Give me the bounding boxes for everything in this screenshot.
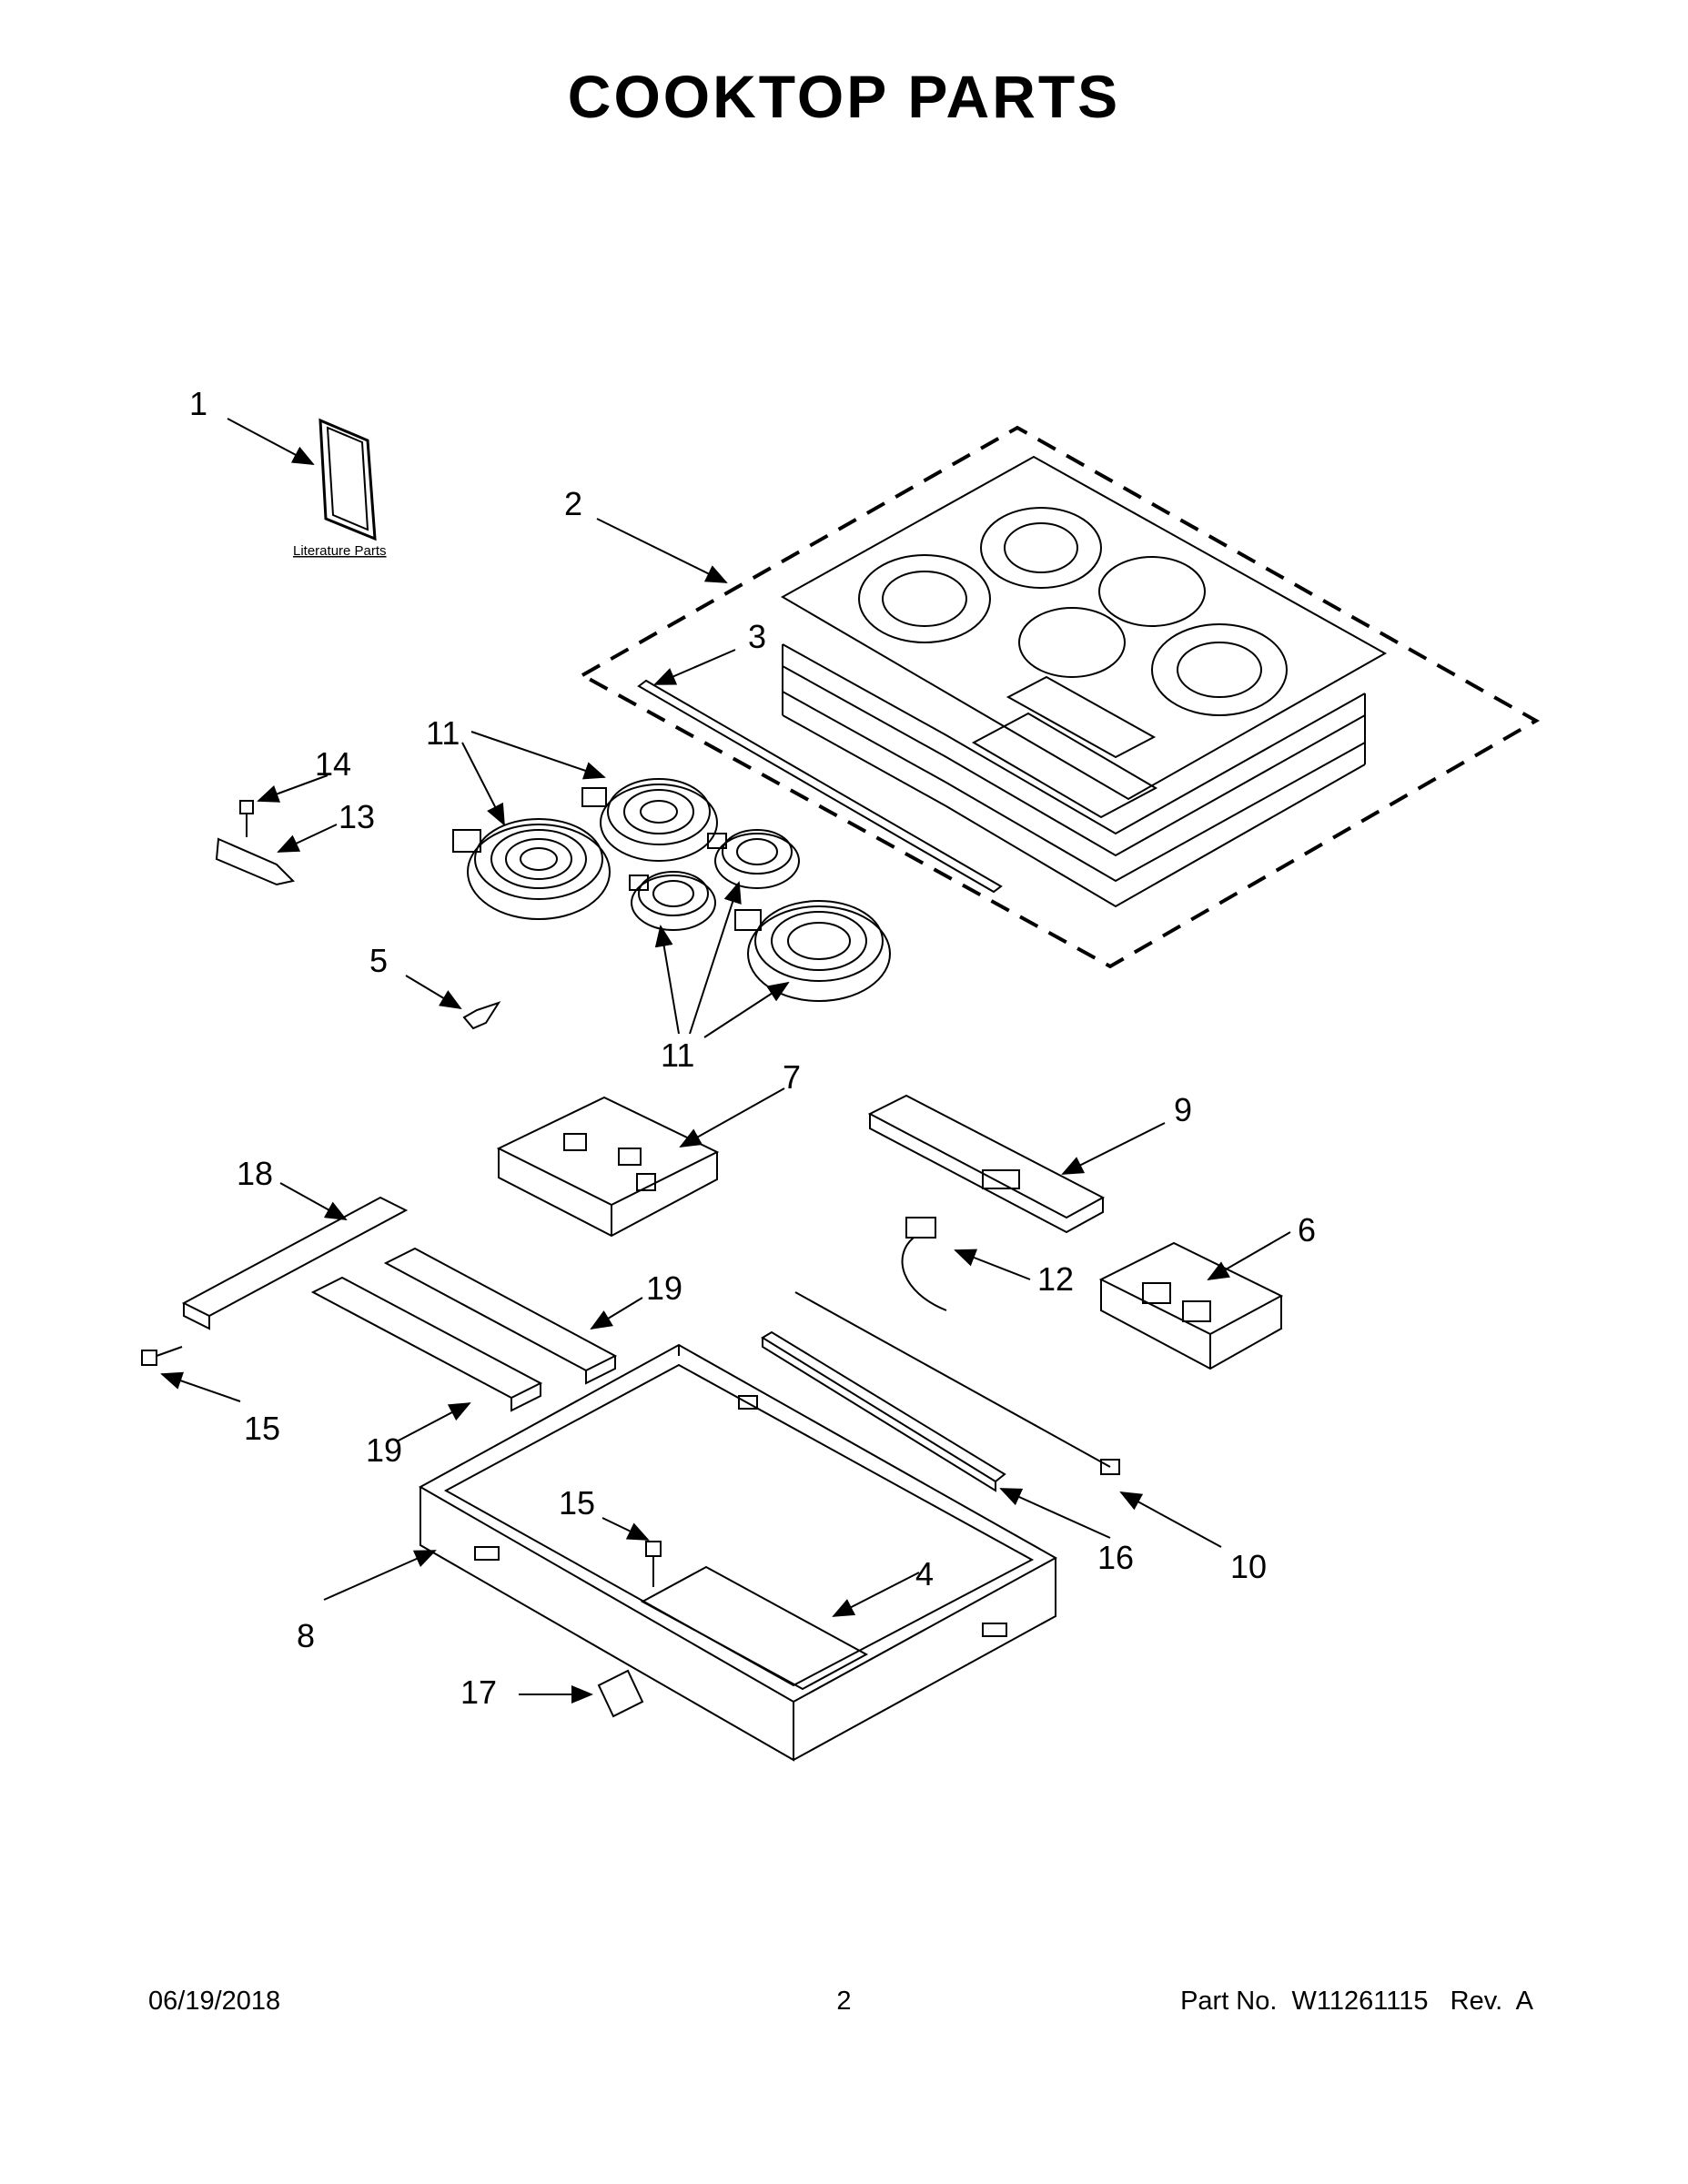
ui-board-9	[867, 1094, 1106, 1234]
bracket	[215, 837, 295, 886]
cooktop-frame	[782, 643, 1366, 835]
radiant-element-large-left	[452, 818, 611, 920]
callout-16: 16	[1097, 1539, 1134, 1576]
screw-15-center	[645, 1541, 662, 1587]
callout-6: 6	[1298, 1211, 1316, 1249]
rail-18	[181, 1196, 409, 1330]
page-title: COOKTOP PARTS	[567, 63, 1121, 130]
sensor-clip	[462, 1001, 501, 1030]
control-board-7	[496, 1096, 720, 1238]
callout-13: 13	[339, 798, 375, 835]
literature-parts-label: Literature Parts	[293, 543, 387, 559]
relay-board-6	[1098, 1241, 1284, 1370]
callout-7: 7	[783, 1058, 801, 1096]
callout-18: 18	[237, 1155, 273, 1192]
callout-19-upper: 19	[646, 1269, 682, 1307]
screw-15-left	[141, 1346, 183, 1366]
callout-17: 17	[460, 1673, 497, 1711]
wire-harness-10	[794, 1291, 1120, 1475]
leader-arrows	[160, 418, 1291, 1704]
radiant-element-rear-center	[581, 778, 718, 862]
radiant-element-large-right	[734, 900, 891, 1002]
callout-15-center: 15	[559, 1484, 595, 1522]
callout-1: 1	[189, 385, 207, 422]
radiant-element-small-front	[629, 871, 716, 931]
callout-19-lower: 19	[366, 1431, 402, 1469]
callout-2: 2	[564, 485, 582, 522]
callout-8: 8	[297, 1617, 315, 1654]
literature-booklet	[318, 418, 377, 541]
footer-date: 06/19/2018	[148, 1987, 281, 2016]
footer-part-number: Part No. W11261115 Rev. A	[1180, 1987, 1533, 2016]
insulation-strip	[761, 1330, 1006, 1483]
screw-14	[239, 800, 254, 837]
bracket-17	[597, 1669, 644, 1718]
trim-strip	[637, 679, 1003, 894]
callout-4: 4	[915, 1555, 934, 1592]
callout-14: 14	[315, 745, 351, 783]
callout-10: 10	[1230, 1548, 1267, 1585]
callout-5: 5	[369, 942, 388, 979]
cooktop-assembly-outline	[578, 425, 1541, 969]
harness-12	[901, 1217, 947, 1311]
chassis-box-8	[418, 1343, 1058, 1762]
radiant-element-small-right	[707, 829, 800, 889]
callout-11-bottom: 11	[661, 1036, 694, 1074]
rail-19-upper	[383, 1247, 618, 1385]
callout-11-top: 11	[426, 714, 460, 752]
callout-3: 3	[748, 618, 766, 655]
callout-15-left: 15	[244, 1410, 280, 1447]
footer-page-number: 2	[836, 1987, 852, 2016]
rail-19-lower	[310, 1276, 543, 1412]
callout-12: 12	[1037, 1260, 1074, 1298]
callout-9: 9	[1174, 1091, 1192, 1128]
